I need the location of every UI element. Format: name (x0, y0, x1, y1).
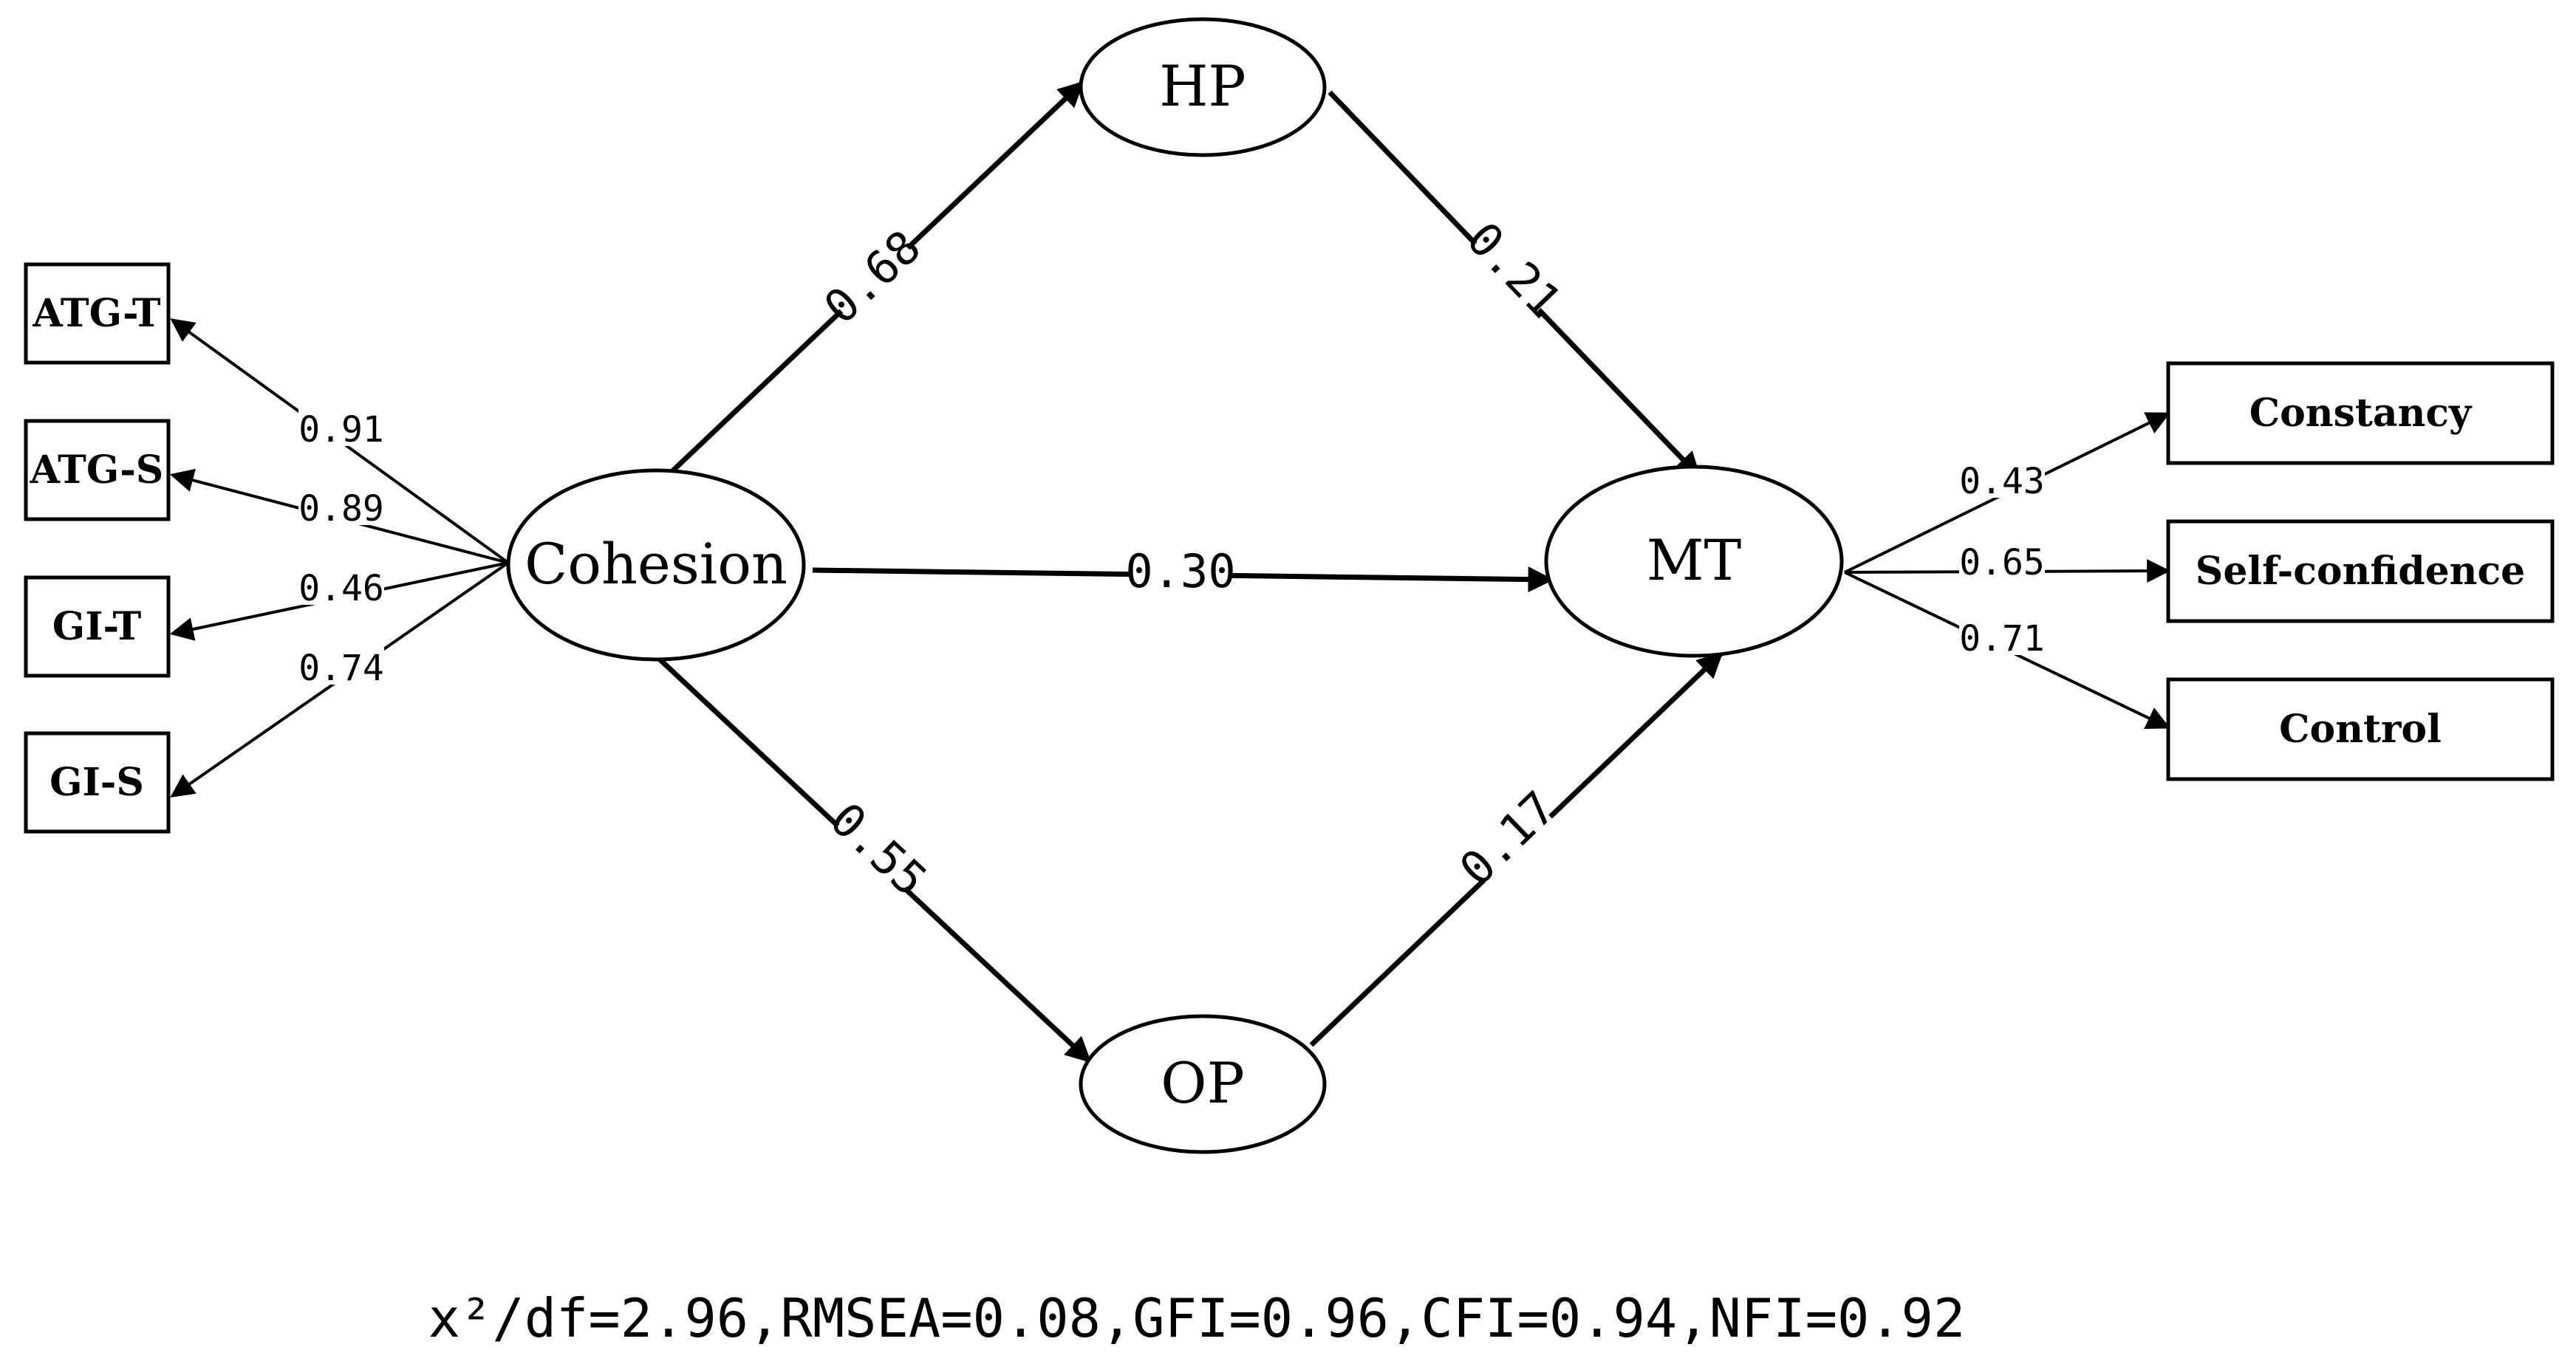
coef-op-mt: 0.17 (1449, 781, 1566, 896)
loading-control: 0.71 (1959, 618, 2045, 659)
node-hp: HP (1079, 17, 1327, 157)
loading-gi-t: 0.46 (298, 568, 384, 609)
indicator-constancy: Constancy (2166, 361, 2555, 465)
loading-constancy: 0.43 (1959, 461, 2045, 502)
indicator-atg-t-label: ATG-T (32, 291, 161, 336)
node-hp-label: HP (1159, 53, 1246, 119)
indicator-constancy-label: Constancy (2249, 391, 2473, 436)
indicator-atg-s-label: ATG-S (30, 448, 164, 493)
node-op-label: OP (1161, 1050, 1244, 1116)
node-op: OP (1079, 1014, 1327, 1154)
coef-cohesion-mt: 0.30 (1125, 544, 1235, 598)
loading-atg-s: 0.89 (298, 488, 384, 530)
indicator-self-confidence: Self-confidence (2166, 519, 2555, 623)
indicator-self-confidence-label: Self-confidence (2196, 549, 2525, 594)
indicator-atg-s: ATG-S (24, 419, 171, 521)
node-cohesion: Cohesion (506, 468, 806, 662)
node-mt: MT (1544, 465, 1844, 658)
coef-hp-mt: 0.21 (1457, 212, 1572, 329)
indicator-atg-t: ATG-T (24, 262, 171, 365)
indicator-gi-s: GI-S (24, 731, 171, 834)
indicator-gi-s-label: GI-S (49, 760, 144, 805)
loading-atg-t: 0.91 (298, 409, 384, 450)
node-mt-label: MT (1647, 527, 1742, 593)
indicator-control-label: Control (2279, 707, 2442, 752)
node-cohesion-label: Cohesion (525, 531, 788, 597)
indicator-gi-t: GI-T (24, 575, 171, 678)
coef-cohesion-op: 0.55 (820, 792, 937, 907)
indicator-gi-t-label: GI-T (52, 604, 142, 649)
fit-indices: x²/df=2.96,RMSEA=0.08,GFI=0.96,CFI=0.94,… (428, 1287, 1966, 1349)
loading-self-confidence: 0.65 (1959, 542, 2045, 583)
loading-gi-s: 0.74 (298, 648, 384, 689)
indicator-control: Control (2166, 677, 2555, 781)
